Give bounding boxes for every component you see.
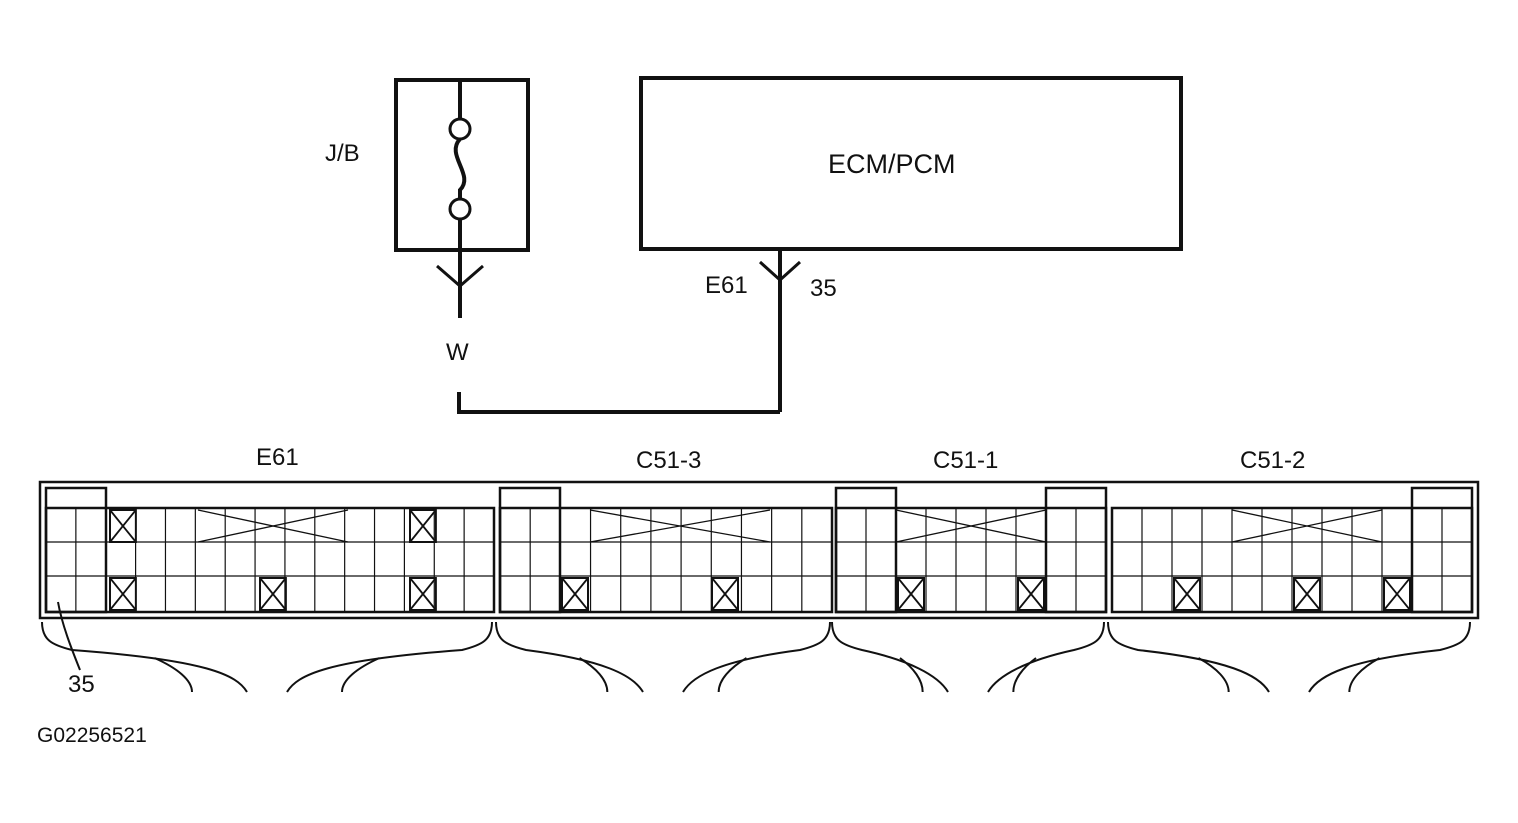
unused-pin — [109, 577, 137, 611]
junction-block — [394, 78, 530, 252]
blank-cavity-cross — [197, 509, 349, 543]
brace-right — [682, 621, 831, 693]
unused-pin-x — [409, 509, 437, 543]
ecm-label: ECM/PCM — [828, 149, 956, 179]
unused-pin — [897, 577, 925, 611]
unused-pin-x — [1017, 577, 1045, 611]
brace-right — [286, 621, 493, 693]
connector-label-c51-3: C51-3 — [636, 447, 702, 474]
ecm-connector-symbol — [758, 249, 802, 412]
connector-grid-c51-1 — [834, 486, 1108, 614]
connector-brace-c51-1 — [831, 621, 1105, 693]
brace-stroke — [341, 657, 380, 693]
unused-pin-x — [897, 577, 925, 611]
fuse-terminal-top — [448, 117, 472, 141]
unused-pin-x — [1293, 577, 1321, 611]
connector-brace-c51-2 — [1107, 621, 1471, 693]
brace-left — [495, 621, 644, 693]
brace-stroke — [1012, 657, 1037, 693]
connector-label-c51-2: C51-2 — [1240, 447, 1306, 474]
brace-left — [831, 621, 949, 693]
connector-grid-c51-2 — [1110, 486, 1474, 614]
connector-brace-c51-3 — [495, 621, 831, 693]
connector-brace-e61 — [41, 621, 493, 693]
unused-pin — [1173, 577, 1201, 611]
brace-stroke — [578, 657, 609, 693]
blank-cavity-cross — [895, 509, 1047, 543]
jb-connector-symbol — [436, 250, 484, 318]
pin-callout-leader — [57, 601, 81, 671]
connector-frame — [38, 480, 1480, 620]
unused-pin-x — [409, 577, 437, 611]
connector-label-c51-1: C51-1 — [933, 447, 999, 474]
unused-pin — [561, 577, 589, 611]
blank-cavity-cross — [1231, 509, 1383, 543]
brace-stroke — [1198, 657, 1230, 693]
unused-pin — [259, 577, 287, 611]
unused-pin — [409, 577, 437, 611]
brace-stroke — [899, 657, 924, 693]
unused-pin — [109, 509, 137, 543]
jb-label: J/B — [325, 140, 360, 167]
pin-callout-label: 35 — [68, 671, 95, 698]
brace-left — [1107, 621, 1270, 693]
unused-pin-x — [1173, 577, 1201, 611]
connector-body-c51-1 — [834, 506, 1108, 614]
fuse-terminal-bottom — [448, 197, 472, 221]
ecm-box — [639, 76, 1183, 251]
brace-right — [987, 621, 1105, 693]
unused-pin-x — [1383, 577, 1411, 611]
unused-pin-x — [109, 577, 137, 611]
unused-pin-x — [711, 577, 739, 611]
brace-right — [1308, 621, 1471, 693]
connector-braces — [41, 621, 1471, 693]
ecm-pin-label: 35 — [810, 275, 837, 302]
unused-pin — [711, 577, 739, 611]
unused-pin — [409, 509, 437, 543]
fuse-element — [453, 137, 467, 198]
unused-pin — [1017, 577, 1045, 611]
connector-grid-e61 — [44, 486, 496, 614]
connector-grid-c51-3 — [498, 486, 834, 614]
wire-color-label: W — [446, 339, 469, 366]
unused-pin — [1293, 577, 1321, 611]
signal-wire — [457, 392, 780, 414]
ecm-connector-label: E61 — [705, 272, 748, 299]
unused-pin — [1383, 577, 1411, 611]
unused-pin-x — [561, 577, 589, 611]
brace-stroke — [1348, 657, 1380, 693]
unused-pin-x — [109, 509, 137, 543]
blank-cavity-cross — [589, 509, 771, 543]
brace-stroke — [717, 657, 748, 693]
connector-label-e61: E61 — [256, 444, 299, 471]
brace-stroke — [154, 657, 193, 693]
figure-id: G02256521 — [37, 724, 147, 747]
unused-pin-x — [259, 577, 287, 611]
brace-left — [41, 621, 248, 693]
connector-grids — [44, 486, 1474, 614]
